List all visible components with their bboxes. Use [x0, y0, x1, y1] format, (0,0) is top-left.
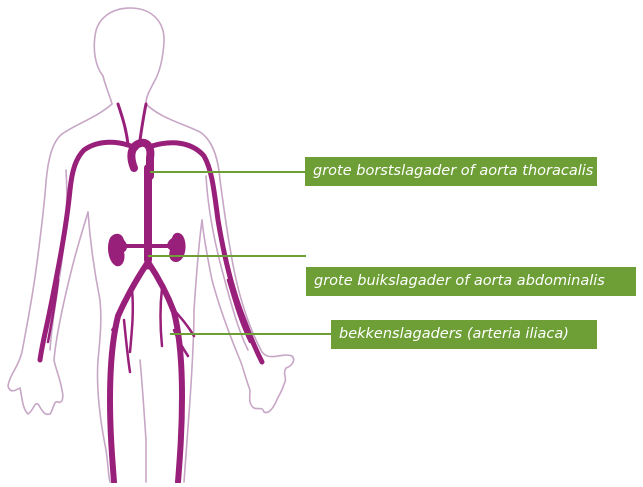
left-femoral-artery — [124, 320, 130, 372]
head-outline — [94, 8, 164, 104]
label-aorta-thoracalis: grote borstslagader of aorta thoracalis — [305, 157, 597, 186]
right-internal-iliac — [161, 288, 163, 346]
left-torso-outline — [88, 212, 110, 482]
label-arteria-iliaca: bekkenslagaders (arteria iliaca) — [331, 320, 597, 349]
neck-left-outline — [103, 76, 112, 104]
left-carotid-artery — [118, 104, 128, 144]
left-internal-iliac — [130, 290, 133, 352]
label-aorta-abdominalis: grote buikslagader of aorta abdominalis — [306, 267, 636, 296]
right-torso-outline — [184, 220, 202, 482]
right-carotid-artery — [140, 104, 146, 140]
left-kidney — [108, 234, 127, 267]
right-kidney — [167, 233, 185, 262]
right-iliac-artery — [148, 262, 182, 482]
crotch-outline — [140, 360, 146, 482]
